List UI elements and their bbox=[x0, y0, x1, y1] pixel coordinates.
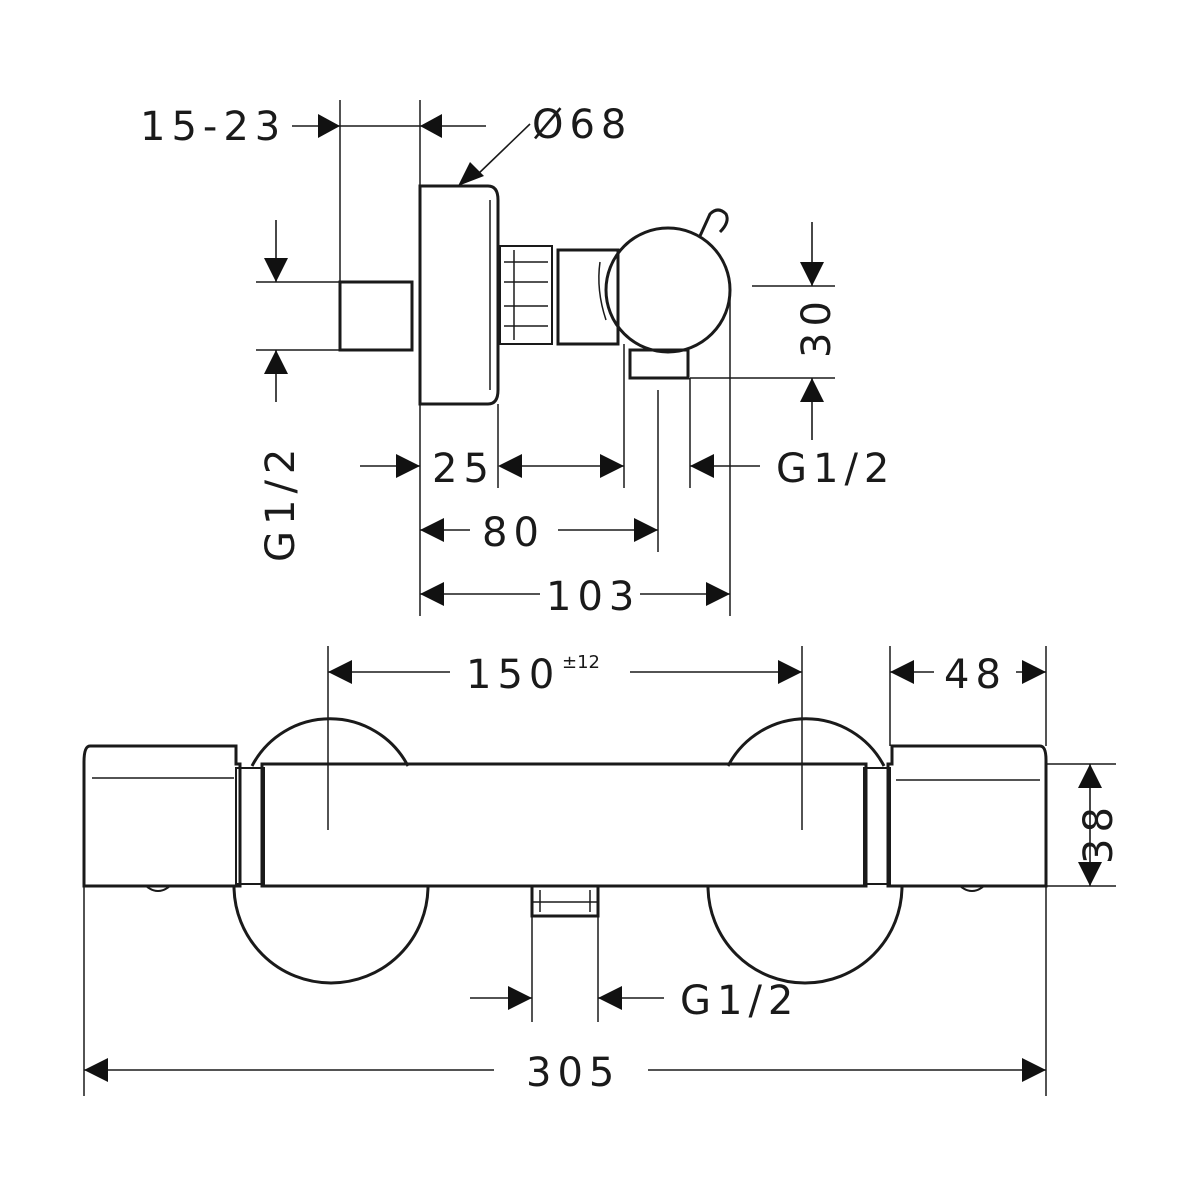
handle-right bbox=[886, 744, 1048, 888]
dim-outlet-thread-bottom: G1/2 bbox=[680, 978, 799, 1024]
handle-lever bbox=[698, 208, 729, 237]
rosette-right bbox=[726, 717, 886, 767]
front-view: 150 ±12 48 38 G1/2 305 bbox=[82, 646, 1122, 1096]
valve-body bbox=[556, 248, 620, 346]
dim-body-height: 38 bbox=[1076, 801, 1122, 864]
handle-left bbox=[82, 744, 242, 888]
outlet-nozzle bbox=[628, 348, 690, 380]
dim-outlet-height: 30 bbox=[794, 295, 840, 358]
outlet-nut bbox=[530, 884, 600, 918]
side-view: 15-23 Ø68 G1/2 30 25 G1/2 80 bbox=[140, 100, 895, 620]
dim-inlet-thread-vertical: G1/2 bbox=[258, 443, 304, 562]
dim-depth-outlet: 80 bbox=[482, 510, 545, 556]
dim-inlet-spacing-tolerance: ±12 bbox=[562, 652, 600, 673]
handle-knob bbox=[604, 226, 732, 354]
mixer-body bbox=[260, 762, 868, 888]
dim-outlet-thread-side: G1/2 bbox=[776, 446, 895, 492]
dim-diameter: Ø68 bbox=[532, 102, 632, 148]
hex-nut bbox=[499, 245, 553, 345]
cover-plate bbox=[418, 184, 500, 406]
wall-connector bbox=[338, 280, 414, 352]
dim-handle-width: 48 bbox=[944, 652, 1007, 698]
rosette-left bbox=[250, 717, 410, 767]
dim-depth-total: 103 bbox=[546, 574, 640, 620]
dim-pipe-range: 15-23 bbox=[140, 104, 286, 150]
dim-depth-cover: 25 bbox=[432, 446, 495, 492]
dim-inlet-spacing: 150 bbox=[466, 652, 560, 698]
dim-total-width: 305 bbox=[526, 1050, 620, 1096]
